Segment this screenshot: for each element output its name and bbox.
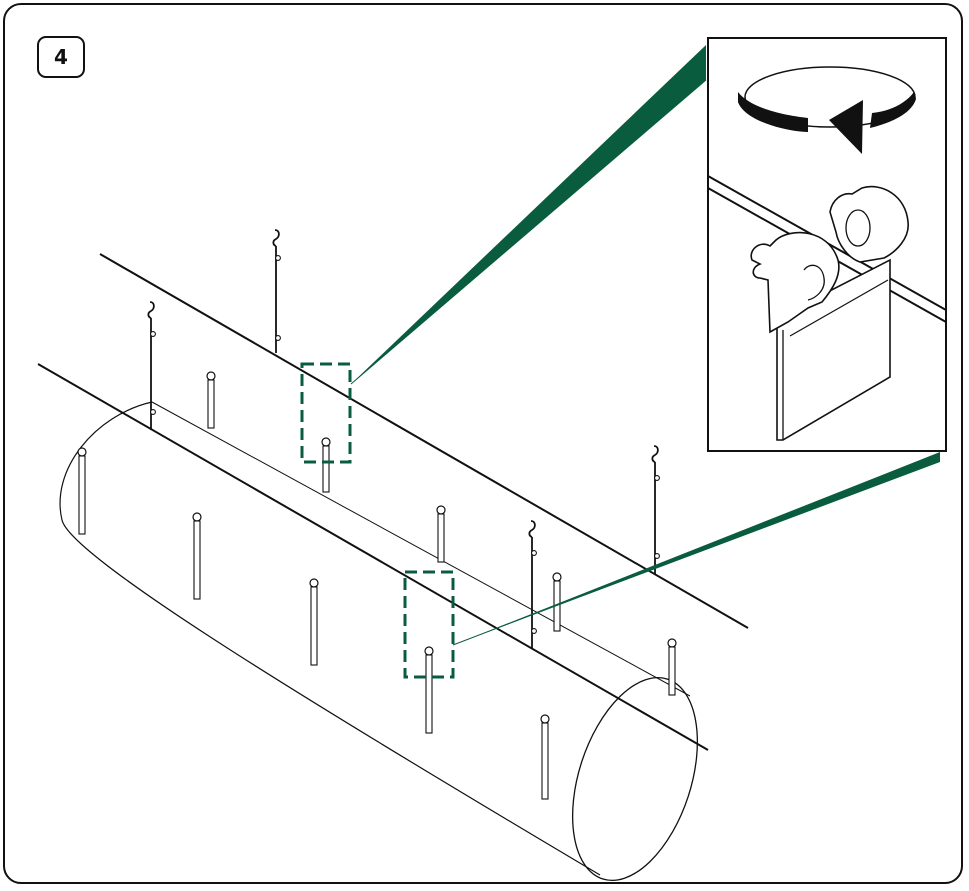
strap-clip (192, 512, 202, 600)
strap-clip (552, 572, 562, 632)
highlight-box-lower (403, 570, 455, 679)
strap-clip (77, 447, 87, 535)
strap-clip (206, 371, 216, 429)
step-number: 4 (54, 45, 68, 69)
rotate-arrow-icon (738, 66, 916, 154)
hanger-rod (147, 301, 156, 430)
strap-clip (424, 646, 434, 734)
strap-clips (77, 371, 677, 800)
strap-clip (309, 578, 319, 666)
detail-inset (707, 37, 947, 452)
strap-clip (436, 505, 446, 563)
support-cable-upper (99, 253, 749, 629)
hanger-rod (651, 445, 660, 574)
hanger-rod (528, 520, 537, 649)
step-number-badge: 4 (37, 36, 85, 78)
highlight-box-upper (300, 362, 352, 464)
hanger-rod (272, 229, 281, 353)
strap-clip (667, 638, 677, 696)
callout-connectors (350, 45, 940, 646)
strap-clip (540, 714, 550, 800)
strap-clip (321, 437, 331, 493)
support-cable-lower (37, 363, 709, 751)
cylinder-tank (59, 401, 699, 881)
hanger-rods (147, 229, 660, 649)
